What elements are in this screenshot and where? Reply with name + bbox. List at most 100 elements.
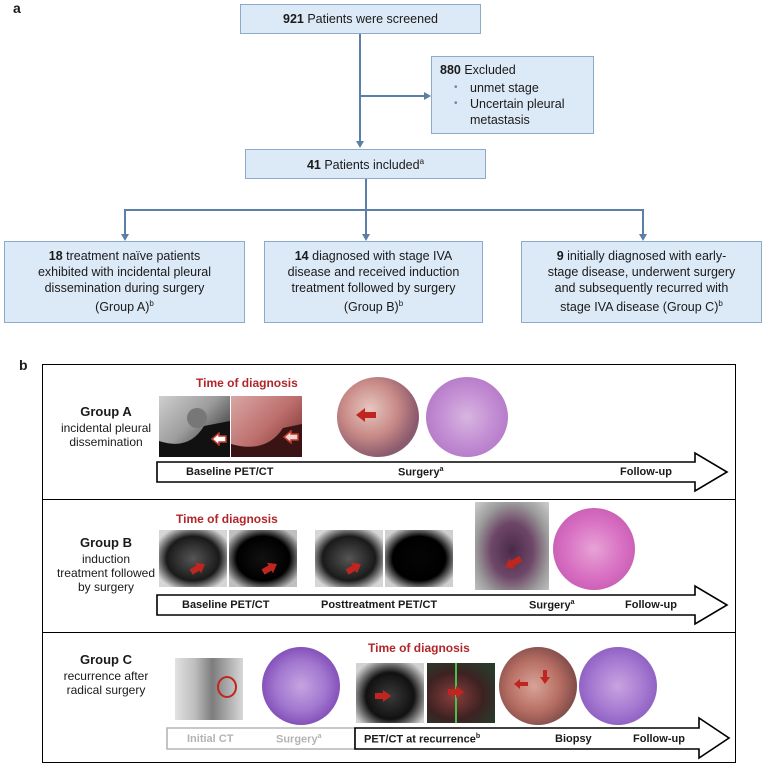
arrow-to-group-c bbox=[639, 234, 647, 241]
group-a-ct-image bbox=[159, 396, 230, 457]
group-c-biopsy-arrow-icon-2 bbox=[539, 669, 551, 690]
connector-branch-c bbox=[642, 209, 644, 234]
group-b-baseline-pet-image bbox=[229, 530, 297, 587]
group-b-post-ct-arrow-icon bbox=[345, 561, 363, 580]
group-b-title: Group B induction treatment followed by … bbox=[51, 535, 161, 595]
group-c-box: 9 initially diagnosed with early- stage … bbox=[521, 241, 762, 323]
group-c-time-of-diagnosis: Time of diagnosis bbox=[368, 641, 470, 655]
group-c-title: Group C recurrence after radical surgery bbox=[51, 652, 161, 698]
panel-a-letter: a bbox=[13, 0, 21, 16]
group-a-name: Group A bbox=[80, 404, 132, 419]
group-a-line-3: dissemination during surgery bbox=[44, 281, 205, 296]
group-c-line-4: stage IVA disease (Group C) bbox=[560, 300, 719, 315]
group-b-baseline-pet-arrow-icon bbox=[261, 561, 279, 580]
included-sup: a bbox=[419, 157, 425, 167]
group-a-petct-arrow-icon bbox=[282, 429, 299, 449]
screened-text: Patients were screened bbox=[303, 12, 438, 26]
group-b-timeline-arrow bbox=[156, 584, 729, 626]
group-c-timeline-arrow bbox=[166, 716, 731, 760]
group-c-section: Group C recurrence after radical surgery… bbox=[42, 632, 736, 763]
group-b-label-surgery-sup: a bbox=[570, 599, 575, 606]
group-c-line-2: stage disease, underwent surgery bbox=[547, 265, 736, 280]
group-c-initial-ct-image bbox=[175, 658, 243, 720]
group-c-initial-histology-image bbox=[262, 647, 340, 725]
group-c-recurrence-ct-arrow-icon bbox=[374, 689, 392, 708]
group-c-line-1: initially diagnosed with early- bbox=[563, 249, 727, 264]
group-b-baseline-ct-arrow-icon bbox=[189, 561, 207, 580]
group-a-label-baseline: Baseline PET/CT bbox=[186, 466, 274, 478]
group-b-histology-image bbox=[553, 508, 635, 590]
group-c-label-recurrence: PET/CT at recurrence bbox=[364, 733, 476, 746]
connector-excluded bbox=[360, 95, 424, 97]
connector-branch-a bbox=[124, 209, 126, 234]
group-a-line-1: treatment naïve patients bbox=[62, 249, 201, 264]
group-b-line-2: disease and received induction bbox=[287, 265, 460, 280]
group-c-recurrence-pet-arrow-icon bbox=[447, 685, 465, 704]
included-count: 41 bbox=[306, 158, 321, 173]
excluded-count: 880 bbox=[440, 63, 461, 77]
group-c-recurrence-ct-image bbox=[356, 663, 424, 723]
group-b-post-pet-image bbox=[385, 530, 453, 587]
group-c-biopsy-arrow-icon-1 bbox=[513, 677, 529, 695]
group-c-label-followup: Follow-up bbox=[633, 733, 685, 745]
group-b-box: 14 diagnosed with stage IVA disease and … bbox=[264, 241, 483, 323]
group-c-name: Group C bbox=[80, 652, 132, 667]
group-a-desc-2: dissemination bbox=[69, 435, 143, 449]
group-c-count: 9 bbox=[556, 249, 564, 264]
group-b-line-3: treatment followed by surgery bbox=[291, 281, 456, 296]
group-c-recurrence-pet-image bbox=[427, 663, 495, 723]
group-c-label-recurrence-sup: b bbox=[475, 733, 481, 740]
excluded-reason-2-cont: metastasis bbox=[470, 113, 530, 127]
group-a-line-2: exhibited with incidental pleural bbox=[37, 265, 212, 280]
group-b-section: Group B induction treatment followed by … bbox=[42, 499, 736, 633]
connector-branch-stem bbox=[365, 179, 367, 209]
excluded-reason-1: unmet stage bbox=[440, 80, 585, 96]
group-c-biopsy-histology-image bbox=[579, 647, 657, 725]
group-b-desc-2: treatment followed bbox=[56, 566, 156, 580]
connector-branch-b bbox=[365, 209, 367, 234]
group-b-label-surgery-wrap: Surgerya bbox=[529, 599, 574, 612]
group-b-desc-1: induction bbox=[81, 552, 131, 566]
group-a-histology-image bbox=[426, 377, 508, 457]
excluded-text: Excluded bbox=[460, 63, 516, 77]
group-b-name: Group B bbox=[80, 535, 132, 550]
excluded-reasons: unmet stage Uncertain pleural metastasis bbox=[440, 80, 585, 128]
arrow-to-included bbox=[356, 141, 364, 148]
excluded-box: 880 Excluded unmet stage Uncertain pleur… bbox=[431, 56, 594, 134]
group-a-time-of-diagnosis: Time of diagnosis bbox=[196, 376, 298, 390]
group-a-surgery-arrow-icon bbox=[355, 407, 377, 428]
excluded-reason-2: Uncertain pleural bbox=[440, 96, 585, 112]
group-b-line-1: diagnosed with stage IVA bbox=[308, 249, 453, 264]
group-a-petct-image bbox=[231, 396, 302, 457]
group-a-label-followup: Follow-up bbox=[620, 466, 672, 478]
group-a-line-4: (Group A) bbox=[95, 300, 150, 315]
group-a-section: Group A incidental pleural dissemination… bbox=[42, 364, 736, 500]
arrow-to-group-b bbox=[362, 234, 370, 241]
connector-branch-horizontal bbox=[124, 209, 643, 211]
included-box: 41 Patients includeda bbox=[245, 149, 486, 179]
group-a-desc-1: incidental pleural bbox=[60, 421, 152, 435]
group-a-label-surgery: Surgery bbox=[398, 466, 440, 479]
group-a-surgery-image bbox=[337, 377, 419, 457]
group-a-timeline-arrow bbox=[156, 451, 729, 493]
group-c-desc-2: radical surgery bbox=[66, 683, 146, 697]
group-b-label-baseline: Baseline PET/CT bbox=[182, 599, 270, 611]
group-b-line-4: (Group B) bbox=[343, 300, 399, 315]
group-b-label-surgery: Surgery bbox=[529, 599, 571, 612]
group-a-count: 18 bbox=[48, 249, 63, 264]
group-c-label-surgery-wrap: Surgerya bbox=[276, 733, 321, 746]
group-a-label-surgery-sup: a bbox=[439, 466, 444, 473]
panel-b-letter: b bbox=[19, 357, 28, 373]
group-b-count: 14 bbox=[294, 249, 309, 264]
group-c-label-recurrence-wrap: PET/CT at recurrenceb bbox=[364, 733, 480, 746]
group-c-initial-ct-circle-icon bbox=[217, 676, 237, 698]
included-text: Patients included bbox=[320, 158, 420, 173]
group-b-surgery-image bbox=[475, 502, 549, 590]
group-c-line-3: and subsequently recurred with bbox=[554, 281, 729, 296]
arrow-to-group-a bbox=[121, 234, 129, 241]
group-c-label-initial-ct: Initial CT bbox=[187, 733, 234, 745]
group-b-post-ct-image bbox=[315, 530, 383, 587]
arrow-to-excluded bbox=[424, 92, 431, 100]
group-b-baseline-ct-image bbox=[159, 530, 227, 587]
screened-box: 921 Patients were screened bbox=[240, 4, 481, 34]
